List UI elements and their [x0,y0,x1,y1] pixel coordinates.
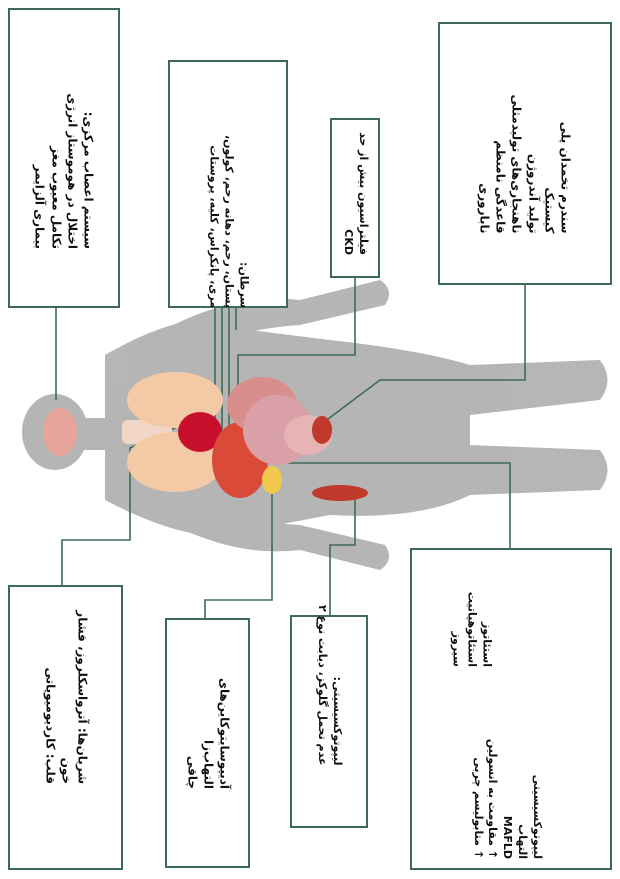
pcos-line-5: ناباروری [476,0,492,233]
pcos-line-2: تولید آندروژن [525,0,541,233]
liver-left-line-4: ↑ مقاومت به انسولین [485,699,500,859]
muscle-box: لیپوتوکسیسیتی: عدم تحمل گلوکز، دیابت نوع… [290,615,368,828]
liver-box: استئاتوز استئاتوهپاتیت سیروز لیپوتوکسیسی… [410,548,612,870]
pcos-line-3: ناهنجاری‌های تولیدمثلی [509,0,525,233]
cns-box: سیستم اعصاب مرکزی: اختلال در هوموستاز ان… [8,8,120,308]
pcos-box: سندرم تخمدان پلی کیستیک تولید آندروژن نا… [438,22,612,285]
liver-left-line-3: MAFLD [500,699,515,859]
liver-right-line-2: استئاتوهپاتیت [464,547,479,667]
pcos-line-1: کیستیک [541,0,557,233]
adipose-line-2: التهاب‌زا [199,539,215,789]
liver-left-line-1: لیپوتوکسیسیتی [529,699,544,859]
cns-line-2: تکامل معیوب مغز [48,0,64,249]
liver-left-line-2: التهاب [514,699,529,859]
cns-line-1: اختلال در هوموستاز انرژی [64,0,80,249]
adipose-line-1: آدیپوسایتوکاین‌های [216,539,232,789]
ckd-line-1: فیلتراسیون بیش از حد [355,95,370,255]
cancer-line-2: مری، پانکراس، کلیه، پروستات [206,60,221,308]
cancer-title: سرطان: [235,60,250,308]
muscle-line-1: عدم تحمل گلوکز، دیابت نوع ۲ [314,552,329,765]
cardio-line-2: خون [57,514,73,784]
muscle-title: لیپوتوکسیسیتی: [329,552,344,765]
cancer-line-1: پستان، رحم، دهانه رحم، کولون، [221,60,236,308]
adipose-box: آدیپوسایتوکاین‌های التهاب‌زا چاقی [165,618,250,868]
cardio-line-1: شریان‌ها: آترواسکلروز، فشار [74,514,90,784]
liver-right-line-1: استئاتوز [479,547,494,667]
cardio-line-3: قلب: کاردیومیوپاتی [41,514,57,784]
liver-right-line-3: سیروز [449,547,464,667]
cns-line-3: بیماری آلزایمر [32,0,48,249]
cns-title: سیستم اعصاب مرکزی: [80,0,96,249]
ckd-line-2: CKD [340,95,355,255]
liver-left-line-5: ↑ متابولیسم چربی [470,699,485,859]
pcos-title: سندرم تخمدان پلی [557,0,573,233]
cardio-box: شریان‌ها: آترواسکلروز، فشار خون قلب: کار… [8,585,123,870]
pcos-line-4: قاعدگی نامنظم [493,0,509,233]
ckd-box: فیلتراسیون بیش از حد CKD [330,118,380,278]
adipose-line-3: چاقی [183,539,199,789]
cancer-box: سرطان: پستان، رحم، دهانه رحم، کولون، مری… [168,60,288,308]
